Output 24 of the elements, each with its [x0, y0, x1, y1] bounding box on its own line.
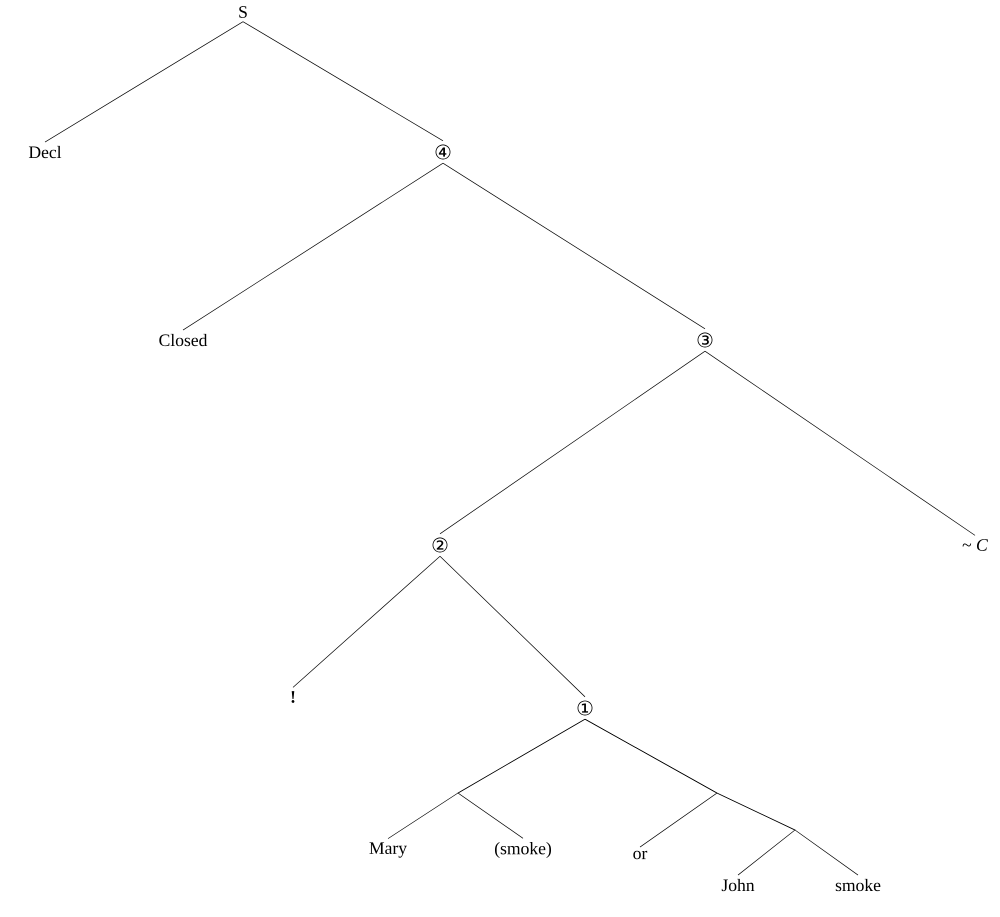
tree-label: Mary	[370, 842, 407, 858]
tree-label: (smoke)	[495, 842, 552, 858]
tree-branch	[292, 556, 440, 688]
tree-branch	[44, 21, 244, 142]
tree-label: ②	[432, 538, 448, 552]
tree-branch	[704, 350, 976, 536]
tree-label: ③	[698, 332, 712, 348]
tree-branch	[584, 718, 858, 876]
tree-branch	[442, 162, 706, 330]
tree-branch	[182, 162, 444, 330]
tree-label: S	[239, 6, 247, 18]
tree-label: ①	[578, 700, 592, 716]
tree-branch	[440, 556, 586, 698]
tree-label: or	[633, 850, 648, 860]
tree-label: Decl	[28, 146, 62, 158]
tree-label: ~ C	[962, 539, 988, 551]
tree-label: John	[722, 878, 754, 892]
tree-label: !	[292, 691, 294, 703]
tree-label: ④	[436, 144, 450, 160]
tree-branch	[440, 350, 706, 534]
tree-label: smoke	[836, 878, 880, 892]
tree-label: Closed	[159, 334, 208, 346]
tree-branch	[242, 21, 444, 142]
tree-branch	[457, 718, 586, 839]
